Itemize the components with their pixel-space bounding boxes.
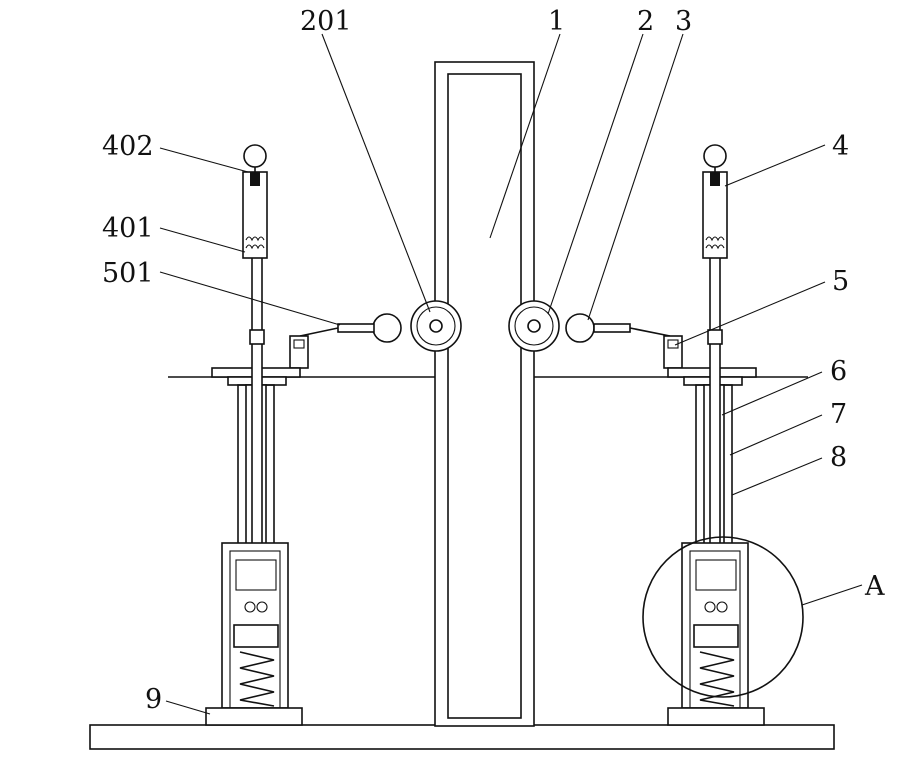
- arm-left: [289, 323, 375, 369]
- label-a: A: [864, 571, 885, 602]
- assembly-left: [205, 144, 303, 726]
- label-1: 1: [548, 6, 565, 37]
- label-9: 9: [145, 684, 162, 715]
- label-501: 501: [102, 258, 154, 289]
- arm-right: [593, 323, 683, 369]
- label-401: 401: [102, 213, 154, 244]
- reference-labels: 201 1 2 3 402 401 501 4 5 6 7 8 A 9: [102, 6, 885, 715]
- label-8: 8: [830, 442, 847, 473]
- label-4: 4: [832, 131, 849, 162]
- label-6: 6: [830, 356, 847, 387]
- ball-left: [372, 313, 402, 343]
- roller-right: [508, 300, 560, 352]
- central-column: [434, 61, 535, 727]
- roller-left: [410, 300, 462, 352]
- label-5: 5: [832, 266, 849, 297]
- label-3: 3: [675, 6, 692, 37]
- label-2: 2: [637, 6, 654, 37]
- ball-right: [565, 313, 595, 343]
- detail-circle-a: [642, 536, 804, 698]
- label-7: 7: [830, 399, 847, 430]
- label-402: 402: [102, 131, 154, 162]
- leader-lines: [159, 33, 863, 715]
- label-201: 201: [300, 6, 352, 37]
- base-plate: [89, 724, 835, 750]
- assembly-right: [667, 144, 765, 726]
